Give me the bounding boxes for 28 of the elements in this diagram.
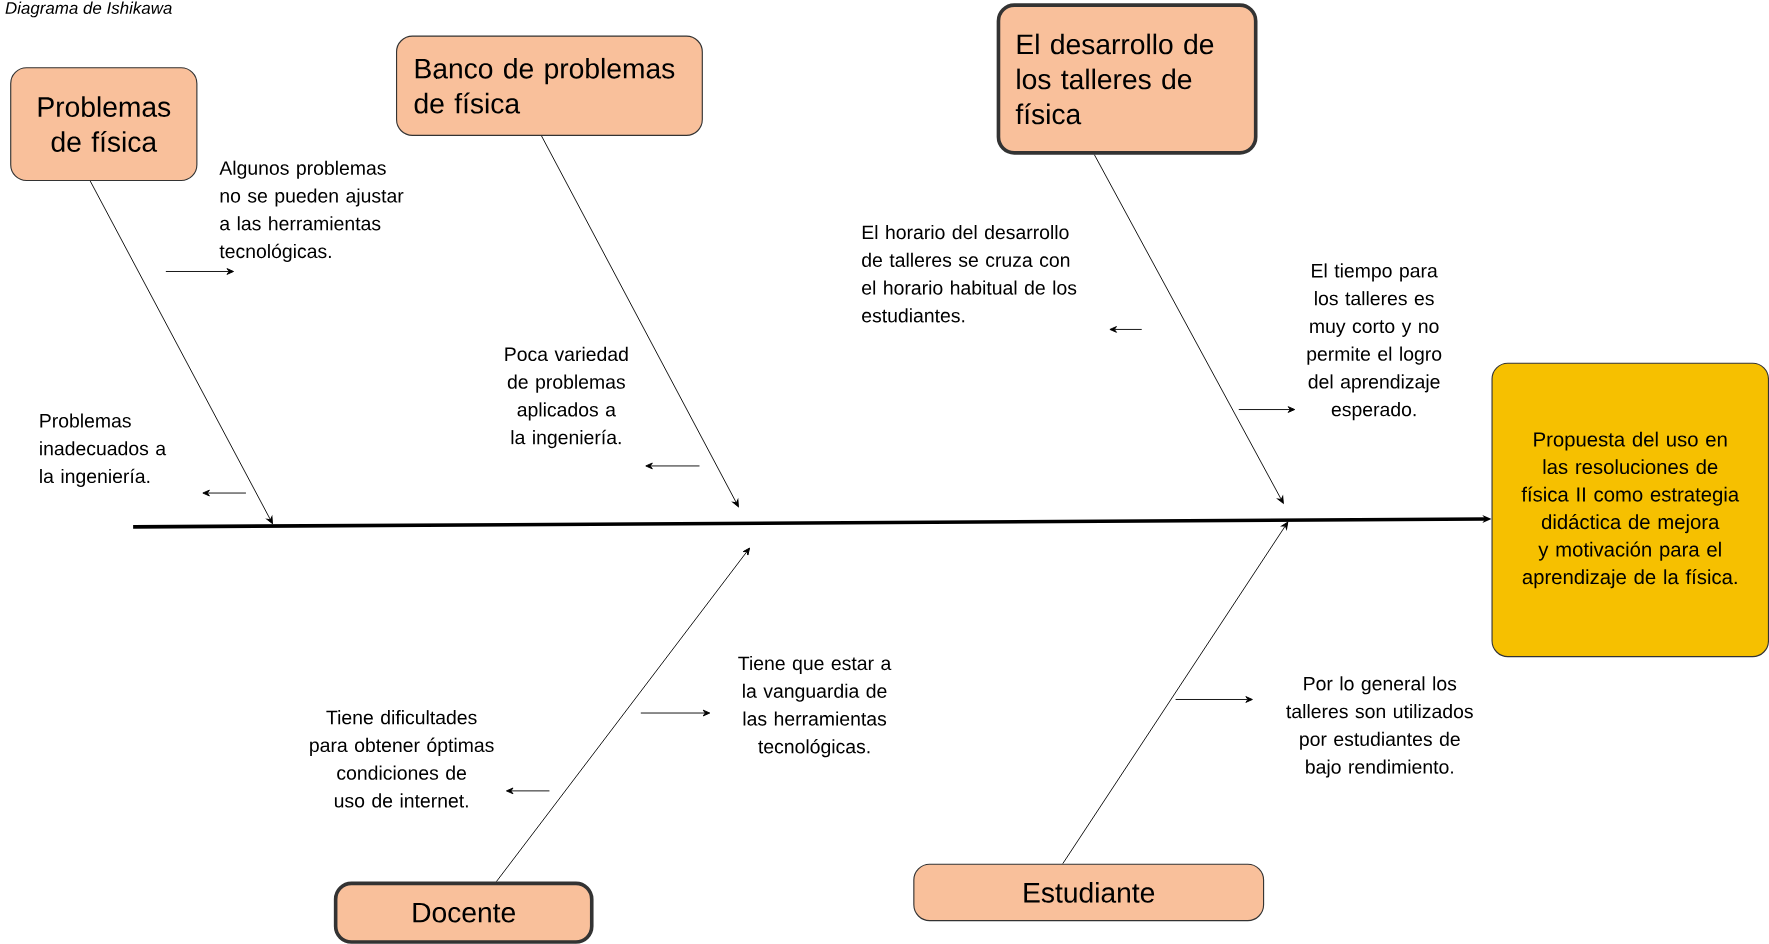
title: Diagrama de Ishikawa xyxy=(5,1,172,18)
cause-text: El horario del desarrollo de talleres se cruza con el horario habitual de los estudiantes. xyxy=(862,224,1077,323)
cause-text: Tiene que estar a la vanguardia de las herramientas tecnológicas. xyxy=(738,655,892,758)
arrow xyxy=(1109,325,1143,333)
arrow xyxy=(165,268,234,275)
arrow xyxy=(1062,521,1289,864)
cause-box: Problemas de física xyxy=(10,67,198,181)
cause-text: Tiene dificultades para obtener óptimas condiciones de uso de internet. xyxy=(310,709,494,808)
cause-box: Estudiante xyxy=(913,863,1265,922)
cause-box: El desarrollo de los talleres de física xyxy=(996,3,1258,155)
arrow xyxy=(1093,154,1284,504)
cause-box: Docente xyxy=(333,881,594,944)
arrow xyxy=(89,180,273,524)
arrow xyxy=(645,462,700,470)
arrow xyxy=(495,547,751,882)
arrow xyxy=(506,787,550,795)
cause-text: Algunos problemas no se pueden ajustar a las herramientas tecnológicas. xyxy=(219,160,404,262)
cause-text: Poca variedad de problemas aplicados a la ingeniería. xyxy=(505,346,628,449)
arrow xyxy=(1175,696,1253,703)
cause-box: Banco de problemas de física xyxy=(396,35,703,136)
cause-text: Por lo general los talleres son utilizados por estudiantes de bajo rendimiento. xyxy=(1286,676,1473,778)
effect-box: Propuesta del uso en las resoluciones de física II como estrategia didáctica de mejora y motivación para el aprendizaje de la física. xyxy=(1491,362,1769,658)
arrow xyxy=(202,489,247,497)
arrow xyxy=(1238,406,1296,413)
arrow xyxy=(541,135,739,507)
cause-text: Problemas inadecuados a la ingeniería. xyxy=(40,413,167,487)
arrow xyxy=(640,709,711,717)
cause-text: El tiempo para los talleres es muy corto y no permite el logro del aprendizaje esperado. xyxy=(1307,263,1442,421)
